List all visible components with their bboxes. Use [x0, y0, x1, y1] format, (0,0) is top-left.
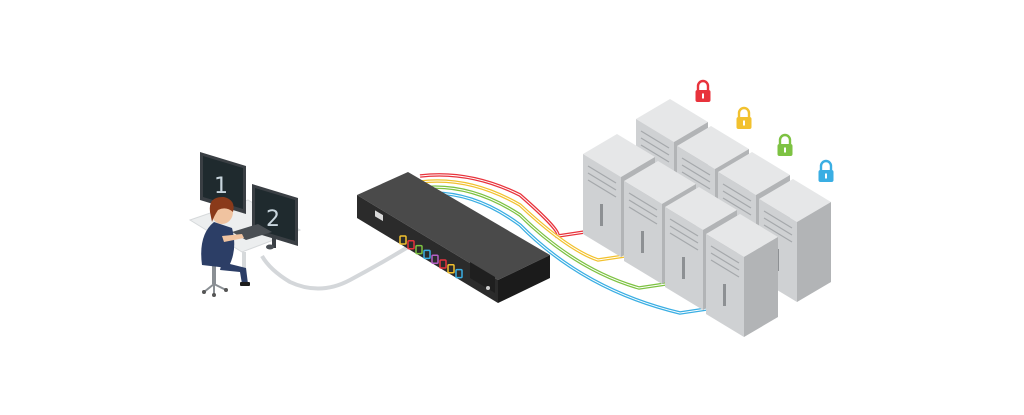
monitor-1-label: 1 [214, 174, 228, 199]
kvm-switch [357, 172, 550, 303]
desk-leg [242, 252, 246, 270]
server-cable-highlight [419, 186, 680, 289]
drive-bay [763, 217, 793, 236]
usb-port [375, 210, 383, 222]
drive-bay [710, 259, 740, 278]
drive-bay [710, 252, 740, 271]
lock-icon [776, 133, 794, 158]
drive-bay [628, 199, 658, 218]
server-cable-highlight [419, 180, 639, 261]
lock-icon [735, 106, 753, 131]
operator-person [201, 196, 250, 286]
drive-bay [681, 157, 711, 176]
drive-bay [669, 225, 699, 244]
server-cable-highlight [419, 174, 599, 237]
server-face [718, 152, 790, 195]
drive-bay [681, 171, 711, 190]
server-face [665, 187, 737, 230]
user-cable [260, 245, 410, 291]
server-face [797, 202, 831, 302]
port-indicator [431, 254, 439, 264]
drive-bay [628, 192, 658, 211]
drive-bay [722, 190, 752, 209]
server-face [624, 161, 696, 204]
server-slot [682, 257, 685, 279]
server-rack-group [583, 99, 831, 337]
drive-bay [722, 197, 752, 216]
server-face [677, 126, 749, 169]
lock-icon [817, 159, 835, 184]
operator-workstation: 1 2 [188, 152, 302, 297]
port-indicator [447, 264, 455, 274]
server-cable-highlight [419, 192, 721, 314]
drive-bay [587, 172, 617, 191]
drive-bay [587, 179, 617, 198]
port-indicator [423, 249, 431, 260]
server-slot [641, 231, 644, 253]
drive-bay [640, 137, 670, 156]
port-indicator [455, 268, 463, 279]
server-slot [723, 284, 726, 306]
server-tower [706, 214, 778, 337]
drive-bay [669, 218, 699, 237]
mouse [266, 244, 274, 250]
drive-bay [681, 164, 711, 183]
drive-bay [587, 165, 617, 184]
port-indicator [399, 235, 407, 245]
drive-bay [628, 206, 658, 225]
lock-icon [694, 79, 712, 104]
server-face [636, 99, 708, 142]
port-indicators [399, 235, 463, 279]
server-slot [600, 204, 603, 226]
power-led [486, 286, 490, 290]
server-face [759, 179, 831, 222]
kvm-switch-top [357, 172, 550, 280]
drive-bay [669, 232, 699, 251]
port-indicator [439, 259, 447, 269]
kvm-switch-side [498, 255, 550, 303]
kvm-switch-panel [470, 262, 495, 293]
drive-bay [640, 130, 670, 149]
drive-bay [640, 144, 670, 163]
monitor-2-label: 2 [266, 207, 280, 232]
server-face [583, 134, 655, 177]
port-indicator [407, 240, 415, 250]
server-face [706, 214, 778, 257]
office-chair [202, 262, 228, 297]
drive-bay [763, 210, 793, 229]
monitor-1: 1 [200, 152, 246, 216]
drive-bay [722, 183, 752, 202]
drive-bay [763, 224, 793, 243]
server-face [744, 237, 778, 337]
port-indicator [415, 244, 423, 255]
drive-bay [710, 245, 740, 264]
server-cables [419, 173, 721, 315]
